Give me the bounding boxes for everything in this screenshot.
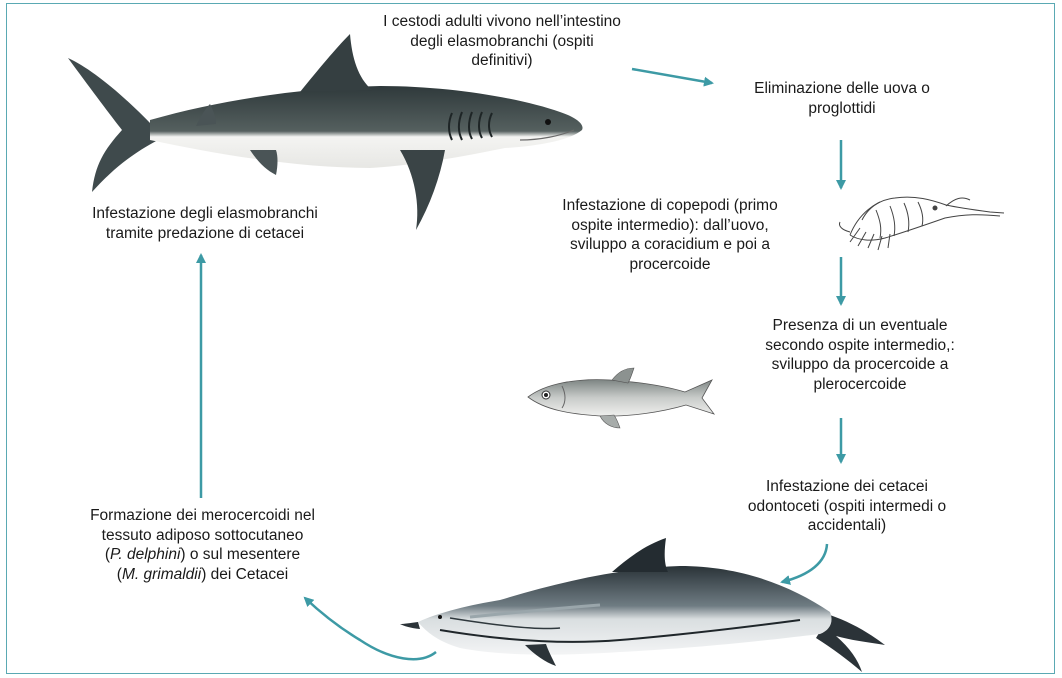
label-line: definitivi) — [352, 51, 652, 71]
label-fragment: ) dei Cetacei — [201, 566, 288, 583]
label-line: I cestodi adulti vivono nell’intestino — [352, 12, 652, 32]
label-adult-cestodes: I cestodi adulti vivono nell’intestino d… — [352, 12, 652, 71]
label-egg-elimination: Eliminazione delle uova o proglottidi — [722, 79, 962, 118]
label-elasmobranch-infestation: Infestazione degli elasmobranchi tramite… — [60, 204, 350, 243]
arrow-to-egg-elimination — [632, 69, 712, 83]
label-line: proglottidi — [722, 99, 962, 119]
label-line: procercoide — [540, 255, 800, 275]
label-line: (P. delphini) o sul mesentere — [60, 545, 345, 565]
label-line: sviluppo da procercoide a — [740, 355, 980, 375]
label-fragment: ) o sul mesentere — [180, 546, 300, 563]
label-line: ospite intermedio): dall’uovo, — [540, 216, 800, 236]
arrow-to-merocercoid — [305, 598, 436, 659]
label-second-host: Presenza di un eventuale secondo ospite … — [740, 316, 980, 394]
label-line: sviluppo a coracidium e poi a — [540, 235, 800, 255]
fish-illustration — [528, 368, 714, 428]
label-line: Eliminazione delle uova o — [722, 79, 962, 99]
label-line: odontoceti (ospiti intermedi o — [722, 497, 972, 517]
label-line: degli elasmobranchi (ospiti — [352, 32, 652, 52]
label-line: tessuto adiposo sottocutaneo — [60, 526, 345, 546]
label-line: Infestazione dei cetacei — [722, 477, 972, 497]
dolphin-illustration — [400, 538, 885, 672]
label-line: tramite predazione di cetacei — [60, 224, 350, 244]
label-line: Presenza di un eventuale — [740, 316, 980, 336]
label-copepod-infestation: Infestazione di copepodi (primo ospite i… — [540, 196, 800, 274]
label-cetacean-infestation: Infestazione dei cetacei odontoceti (osp… — [722, 477, 972, 536]
copepod-illustration — [839, 197, 1004, 250]
label-line: Infestazione degli elasmobranchi — [60, 204, 350, 224]
species-name: P. delphini — [110, 546, 180, 563]
label-line: Formazione dei merocercoidi nel — [60, 506, 345, 526]
label-line: Infestazione di copepodi (primo — [540, 196, 800, 216]
species-name: M. grimaldii — [122, 566, 201, 583]
label-line: accidentali) — [722, 516, 972, 536]
arrow-to-dolphin — [782, 544, 827, 582]
label-merocercoid-formation: Formazione dei merocercoidi nel tessuto … — [60, 506, 345, 584]
label-line: (M. grimaldii) dei Cetacei — [60, 565, 345, 585]
label-line: plerocercoide — [740, 375, 980, 395]
label-line: secondo ospite intermedio,: — [740, 336, 980, 356]
